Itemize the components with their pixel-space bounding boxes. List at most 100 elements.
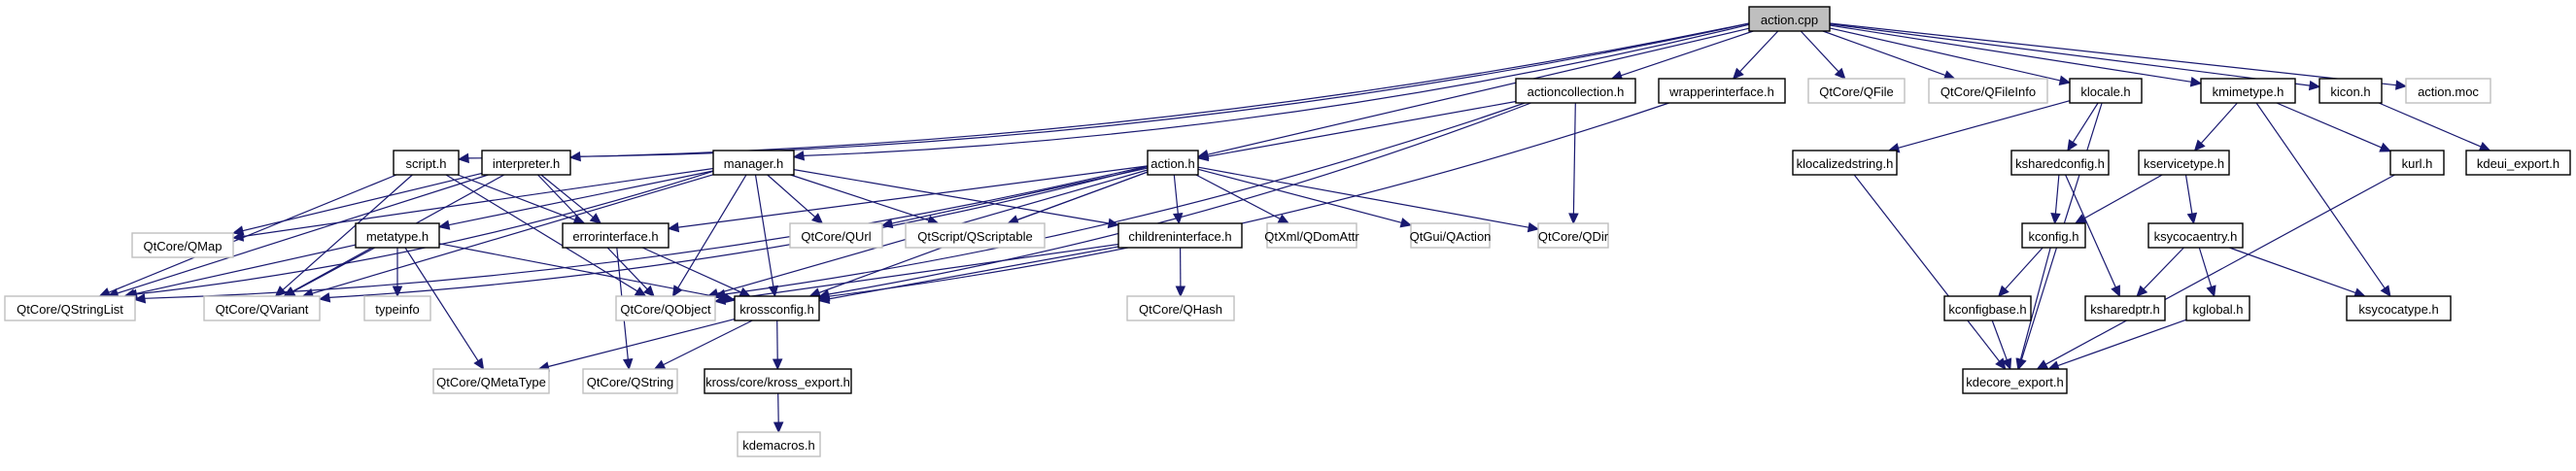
arrowhead-icon [1196, 151, 1210, 162]
node-ksycocatype-h[interactable]: ksycocatype.h [2346, 295, 2452, 321]
node-metatype-h[interactable]: metatype.h [355, 222, 440, 249]
arrowhead-icon [1175, 286, 1186, 298]
node-actioncollection-h[interactable]: actioncollection.h [1515, 78, 1636, 104]
node-qaction: QtGui/QAction [1410, 222, 1491, 249]
arrowhead-icon [2111, 285, 2120, 298]
arrowhead-icon [622, 358, 634, 371]
edge-kservicetype_h-to-kconfig_h [2074, 174, 2163, 224]
edge-line [1197, 166, 1529, 228]
node-kconfig-h[interactable]: kconfig.h [2021, 222, 2086, 249]
node-label: QtCore/QFileInfo [1941, 84, 2036, 99]
node-action-cpp[interactable]: action.cpp [1748, 6, 1831, 32]
node-box [615, 295, 716, 321]
node-qstring: QtCore/QString [582, 368, 678, 394]
node-kdecore-export-h[interactable]: kdecore_export.h [1962, 368, 2068, 394]
node-klocale-h[interactable]: klocale.h [2069, 78, 2143, 104]
node-box [1117, 222, 1243, 249]
edge-line [242, 167, 714, 238]
node-label: metatype.h [366, 229, 429, 244]
node-kservicetype-h[interactable]: kservicetype.h [2138, 150, 2230, 176]
edge-action_cpp-to-action_moc [1829, 22, 2408, 90]
node-box [1515, 78, 1636, 104]
edge-interpreter_h-to-errorinterface_h [540, 174, 602, 224]
node-ksharedptr-h[interactable]: ksharedptr.h [2084, 295, 2166, 321]
node-label: QtCore/QObject [620, 302, 711, 317]
node-kmimetype-h[interactable]: kmimetype.h [2200, 78, 2296, 104]
node-script-h[interactable]: script.h [393, 150, 460, 176]
edge-line [663, 320, 753, 366]
edge-action_cpp-to-wrapperinterface_h [1732, 30, 1779, 80]
edge-ksycocaentry_h-to-kglobal_h [2198, 247, 2216, 298]
edge-krossconfig_h-to-qmetatype [537, 319, 736, 372]
edge-line [2054, 174, 2060, 215]
node-wrapperinterface-h[interactable]: wrapperinterface.h [1658, 78, 1786, 104]
node-box [2069, 78, 2143, 104]
node-qdomattr: QtXml/QDomAttr [1264, 222, 1359, 249]
node-box [393, 150, 460, 176]
arrowhead-icon [318, 292, 331, 303]
edge-action_cpp-to-kicon_h [1829, 23, 2321, 91]
node-qdir: QtCore/QDir [1537, 222, 1609, 249]
node-box [582, 368, 678, 394]
edge-line [2378, 102, 2482, 148]
edge-kmimetype_h-to-kurl_h [2276, 102, 2392, 152]
edge-line [540, 174, 594, 219]
node-klocalizedstring-h[interactable]: klocalizedstring.h [1792, 150, 1898, 176]
node-manager-h[interactable]: manager.h [712, 150, 795, 176]
edge-line [1197, 168, 1402, 223]
node-kross-export-h[interactable]: kross/core/kross_export.h [704, 368, 852, 394]
node-label: kconfig.h [2028, 229, 2078, 244]
edge-kurl_h-to-kdecore_export_h [2036, 174, 2395, 370]
arrowhead-icon [2186, 212, 2198, 225]
arrowhead-icon [2379, 142, 2392, 152]
arrowhead-icon [133, 293, 147, 304]
node-ksharedconfig-h[interactable]: ksharedconfig.h [2010, 150, 2110, 176]
edge-line [724, 102, 1526, 295]
arrowhead-icon [1399, 218, 1413, 228]
node-kicon-h[interactable]: kicon.h [2318, 78, 2383, 104]
node-box [2138, 150, 2230, 176]
arrowhead-icon [589, 213, 602, 224]
edge-line [793, 169, 1110, 224]
node-box [905, 222, 1046, 249]
node-box [2405, 78, 2491, 104]
arrowhead-icon [2193, 139, 2206, 151]
node-box [1410, 222, 1491, 249]
node-box [1807, 78, 1906, 104]
node-label: QtXml/QDomAttr [1264, 229, 1359, 244]
edge-krossconfig_h-to-qstring [653, 320, 753, 370]
node-interpreter-h[interactable]: interpreter.h [481, 150, 571, 176]
node-errorinterface-h[interactable]: errorinterface.h [562, 222, 670, 249]
node-box [1792, 150, 1898, 176]
edge-errorinterface_h-to-krossconfig_h [641, 247, 751, 297]
node-label: kicon.h [2330, 84, 2370, 99]
node-box [1266, 222, 1357, 249]
node-box [2389, 150, 2445, 176]
edge-ksharedconfig_h-to-ksharedptr_h [2065, 174, 2120, 298]
edge-manager_h-to-childreninterface_h [793, 169, 1120, 229]
node-qscriptable: QtScript/QScriptable [905, 222, 1046, 249]
node-kurl-h[interactable]: kurl.h [2389, 150, 2445, 176]
node-kconfigbase-h[interactable]: kconfigbase.h [1943, 295, 2032, 321]
node-childreninterface-h[interactable]: childreninterface.h [1117, 222, 1243, 249]
edge-line [724, 243, 1119, 301]
node-krossconfig-h[interactable]: krossconfig.h [734, 295, 820, 321]
arrowhead-icon [1995, 357, 2007, 370]
node-qobject: QtCore/QObject [615, 295, 716, 321]
node-kdeui-export-h[interactable]: kdeui_export.h [2465, 150, 2571, 176]
node-action-h[interactable]: action.h [1147, 150, 1199, 176]
edge-line [312, 174, 714, 294]
node-ksycocaentry-h[interactable]: ksycocaentry.h [2147, 222, 2244, 249]
edge-action_cpp-to-klocale_h [1829, 27, 2072, 85]
node-label: typeinfo [375, 302, 420, 317]
edge-action_h-to-qaction [1197, 168, 1413, 228]
node-kglobal-h[interactable]: kglobal.h [2185, 295, 2250, 321]
edge-ksharedconfig_h-to-kconfig_h [2050, 174, 2061, 225]
arrowhead-icon [1568, 213, 1579, 225]
node-box [2200, 78, 2296, 104]
node-label: kdeui_export.h [2477, 156, 2559, 171]
node-box [1928, 78, 2048, 104]
edge-klocalizedstring_h-to-kdecore_export_h [1853, 174, 2007, 370]
node-box [432, 368, 550, 394]
